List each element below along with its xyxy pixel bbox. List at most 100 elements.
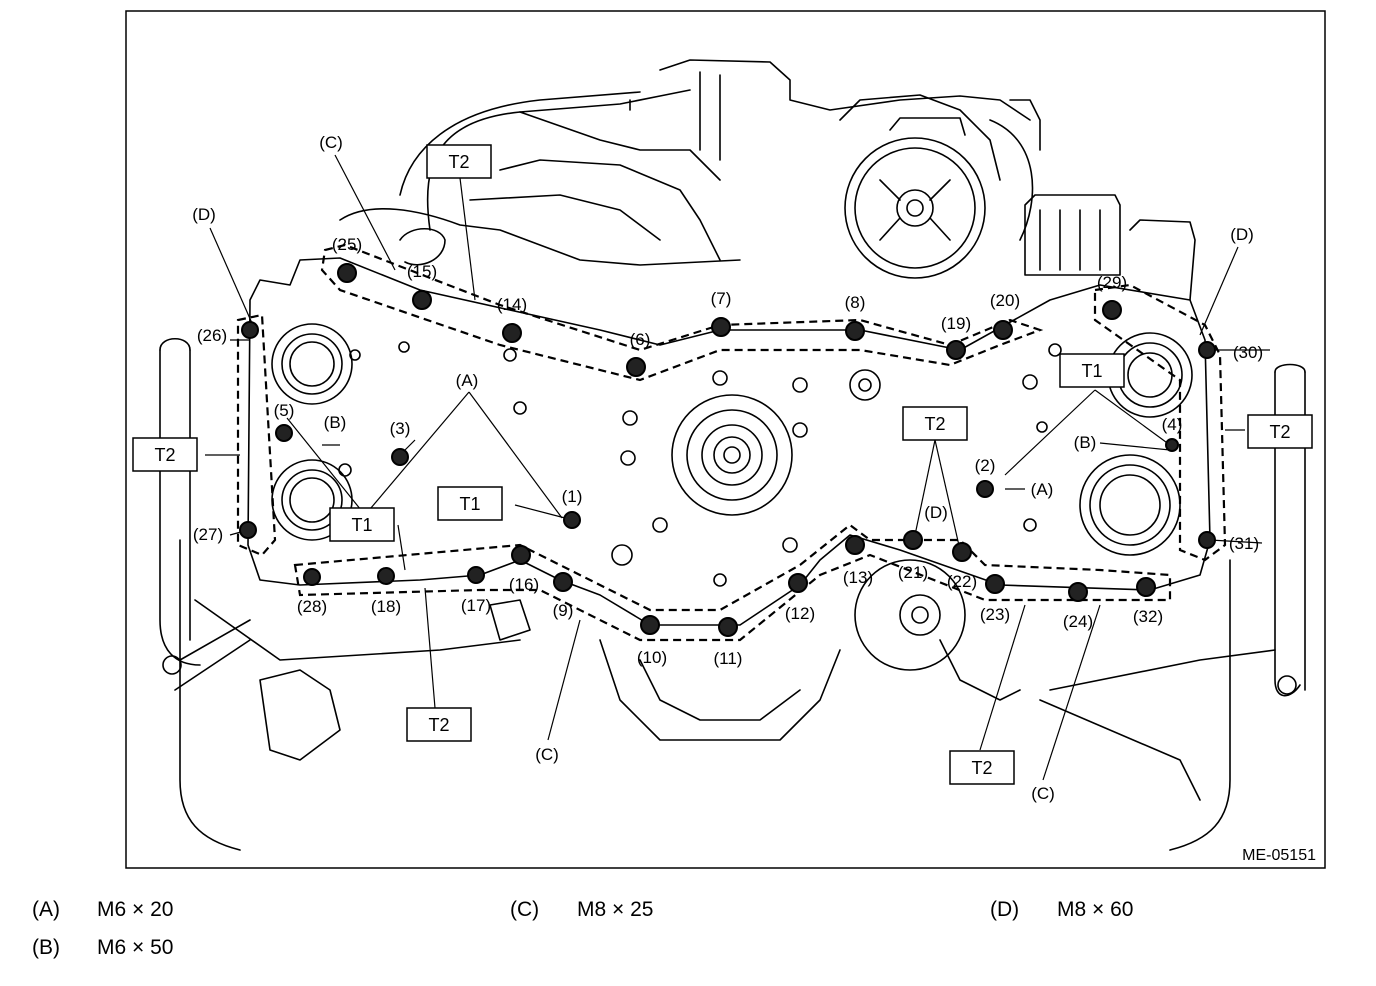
type-callout-b: (B) — [1074, 433, 1097, 452]
bolt-27 — [239, 521, 257, 539]
type-callout-c: (C) — [1031, 784, 1055, 803]
callout-11: (11) — [714, 649, 743, 668]
bolt-17 — [467, 566, 485, 584]
type-callout-a: (A) — [456, 371, 479, 390]
bolt-3 — [391, 448, 409, 466]
torque-label-t2: T2 — [971, 758, 992, 778]
bolt-4 — [1165, 438, 1179, 452]
bolt-18 — [377, 567, 395, 585]
bolt-11 — [718, 617, 738, 637]
type-callout-b: (B) — [324, 413, 347, 432]
callout-16: (16) — [509, 575, 539, 594]
callout-13: (13) — [843, 568, 873, 587]
legend-key: (D) — [990, 898, 1020, 921]
bolt-24 — [1068, 582, 1088, 602]
bolt-12 — [788, 573, 808, 593]
type-callout-d: (D) — [192, 205, 216, 224]
callout-12: (12) — [785, 604, 815, 623]
torque-label-t1: T1 — [459, 494, 480, 514]
torque-labels: T2 T2 T1 T1 T2 T2 T1 T2 T2 — [154, 152, 1290, 778]
callout-28: (28) — [297, 597, 327, 616]
callout-6: (6) — [630, 330, 651, 349]
bolt-23 — [985, 574, 1005, 594]
bolt-14 — [502, 323, 522, 343]
callout-15: (15) — [407, 262, 437, 281]
bolt-20 — [993, 320, 1013, 340]
bolt-8 — [845, 321, 865, 341]
bolt-13 — [845, 535, 865, 555]
bolt-31 — [1198, 531, 1216, 549]
bolt-5 — [275, 424, 293, 442]
callout-14: (14) — [497, 295, 527, 314]
bolt-29 — [1102, 300, 1122, 320]
bolts — [239, 263, 1216, 637]
callout-25: (25) — [332, 235, 362, 254]
bolt-25 — [337, 263, 357, 283]
callout-21: (21) — [898, 563, 928, 582]
callout-5: (5) — [274, 401, 295, 420]
bolt-32 — [1136, 577, 1156, 597]
callout-30: (30) — [1233, 343, 1263, 362]
bolt-1 — [563, 511, 581, 529]
legend-key: (B) — [32, 936, 60, 959]
callout-2: (2) — [975, 456, 996, 475]
bolt-type-callouts: (C) (D) (D) (A) (B) (B) (A) (D) (C) (C) — [192, 133, 1254, 803]
bolt-26 — [241, 321, 259, 339]
type-callout-c: (C) — [535, 745, 559, 764]
bolt-22 — [952, 542, 972, 562]
torque-label-t1: T1 — [1081, 361, 1102, 381]
torque-label-t2: T2 — [448, 152, 469, 172]
bolt-10 — [640, 615, 660, 635]
engine-line-art — [159, 59, 1306, 851]
type-callout-c: (C) — [319, 133, 343, 152]
callout-29: (29) — [1097, 273, 1127, 292]
bolt-6 — [626, 357, 646, 377]
bolt-28 — [303, 568, 321, 586]
torque-label-t2: T2 — [924, 414, 945, 434]
torque-label-boxes — [132, 144, 1313, 785]
callout-32: (32) — [1133, 607, 1163, 626]
callout-23: (23) — [980, 605, 1010, 624]
bolt-19 — [946, 340, 966, 360]
bolt-7 — [711, 317, 731, 337]
legend-key: (A) — [32, 898, 60, 921]
type-callout-d: (D) — [924, 503, 948, 522]
callout-4: (4) — [1162, 415, 1183, 434]
callout-1: (1) — [562, 487, 583, 506]
legend-value: M8 × 60 — [1057, 898, 1134, 921]
legend-value: M8 × 25 — [577, 898, 654, 921]
bolt-2 — [976, 480, 994, 498]
callout-10: (10) — [637, 648, 667, 667]
legend-key: (C) — [510, 898, 540, 921]
bolt-16 — [511, 545, 531, 565]
legend-value: M6 × 50 — [97, 936, 174, 959]
callout-17: (17) — [461, 596, 491, 615]
torque-label-t2: T2 — [1269, 422, 1290, 442]
bolt-15 — [412, 290, 432, 310]
torque-label-t1: T1 — [351, 515, 372, 535]
callout-20: (20) — [990, 291, 1020, 310]
bolt-30 — [1198, 341, 1216, 359]
type-callout-a: (A) — [1031, 480, 1054, 499]
callout-27: (27) — [193, 525, 223, 544]
bolt-9 — [553, 572, 573, 592]
torque-label-t2: T2 — [428, 715, 449, 735]
bolt-21 — [903, 530, 923, 550]
bolt-number-callouts: (1) (2) (3) (4) (5) (6) (7) (8) (9) (10)… — [193, 235, 1263, 668]
figure-frame — [125, 10, 1326, 869]
callout-18: (18) — [371, 597, 401, 616]
callout-31: (31) — [1229, 534, 1259, 553]
callout-24: (24) — [1063, 612, 1093, 631]
callout-8: (8) — [845, 293, 866, 312]
type-callout-d: (D) — [1230, 225, 1254, 244]
leader-lines — [205, 154, 1270, 781]
callout-3: (3) — [390, 419, 411, 438]
callout-9: (9) — [553, 601, 574, 620]
callout-19: (19) — [941, 314, 971, 333]
callout-7: (7) — [711, 289, 732, 308]
bolt-group-outlines — [236, 243, 1227, 642]
legend-value: M6 × 20 — [97, 898, 174, 921]
callout-22: (22) — [947, 572, 977, 591]
figure-id: ME-05151 — [1242, 847, 1316, 864]
